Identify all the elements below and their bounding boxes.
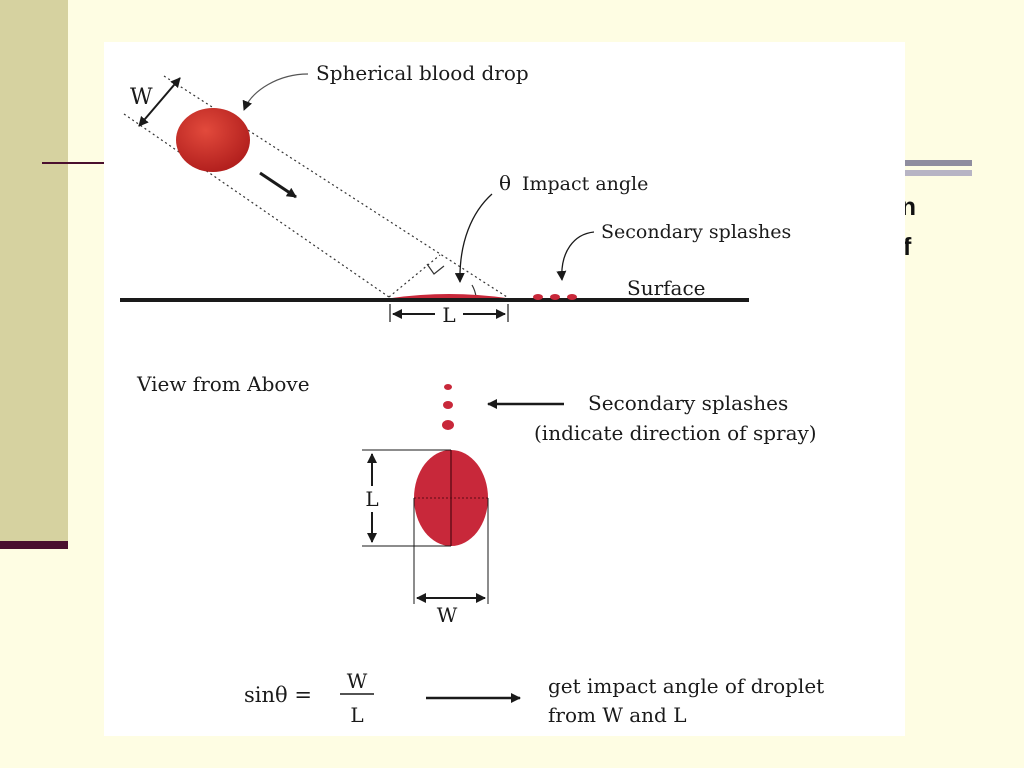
drop-pointer — [242, 73, 309, 111]
accent-bar — [900, 160, 972, 166]
title-rule — [42, 162, 112, 164]
formula-result-line2: from W and L — [548, 703, 687, 727]
surface-label: Surface — [627, 276, 706, 300]
trajectory-line — [123, 113, 390, 298]
figure-svg: W Spherical blood drop θ Impact angle Se… — [120, 61, 824, 727]
formula-numerator: W — [347, 669, 368, 693]
sidebar-accent-bar — [0, 541, 68, 549]
accent-bar — [900, 170, 972, 176]
slide-body-fragment: f — [903, 233, 912, 261]
impact-angle-symbol: θ — [499, 171, 511, 195]
top-secondary-splashes-line1: Secondary splashes — [588, 391, 788, 415]
w-dimension-arrow — [138, 77, 181, 127]
right-angle-marker — [426, 263, 445, 275]
impact-angle-pointer — [454, 193, 493, 283]
top-splash-dot — [444, 384, 452, 390]
perpendicular-line — [388, 254, 441, 298]
impact-angle-label: Impact angle — [522, 173, 648, 195]
blood-drop-impact-figure: W Spherical blood drop θ Impact angle Se… — [104, 42, 905, 736]
top-w-label: W — [437, 603, 458, 627]
top-splash-dot — [442, 420, 454, 430]
formula-result-line1: get impact angle of droplet — [548, 674, 824, 698]
sidebar-strip — [0, 0, 68, 547]
trajectory-line — [163, 75, 508, 298]
view-from-above-label: View from Above — [136, 372, 310, 396]
formula-lhs: sinθ = — [244, 683, 312, 707]
top-secondary-splashes-line2: (indicate direction of spray) — [534, 421, 817, 445]
top-l-label: L — [365, 487, 378, 511]
surface-splash-dot — [567, 294, 577, 300]
secondary-splashes-pointer — [556, 231, 595, 281]
formula-denominator: L — [350, 703, 363, 727]
surface-stain — [392, 294, 506, 298]
surface-splash-dot — [550, 294, 560, 300]
spherical-blood-drop — [176, 108, 250, 172]
secondary-splashes-label: Secondary splashes — [601, 221, 791, 243]
surface-splash-dot — [533, 294, 543, 300]
side-w-label: W — [130, 85, 153, 110]
side-l-label: L — [442, 303, 455, 327]
drop-label: Spherical blood drop — [316, 61, 529, 85]
top-splash-dot — [443, 401, 453, 409]
motion-arrow — [259, 171, 297, 199]
